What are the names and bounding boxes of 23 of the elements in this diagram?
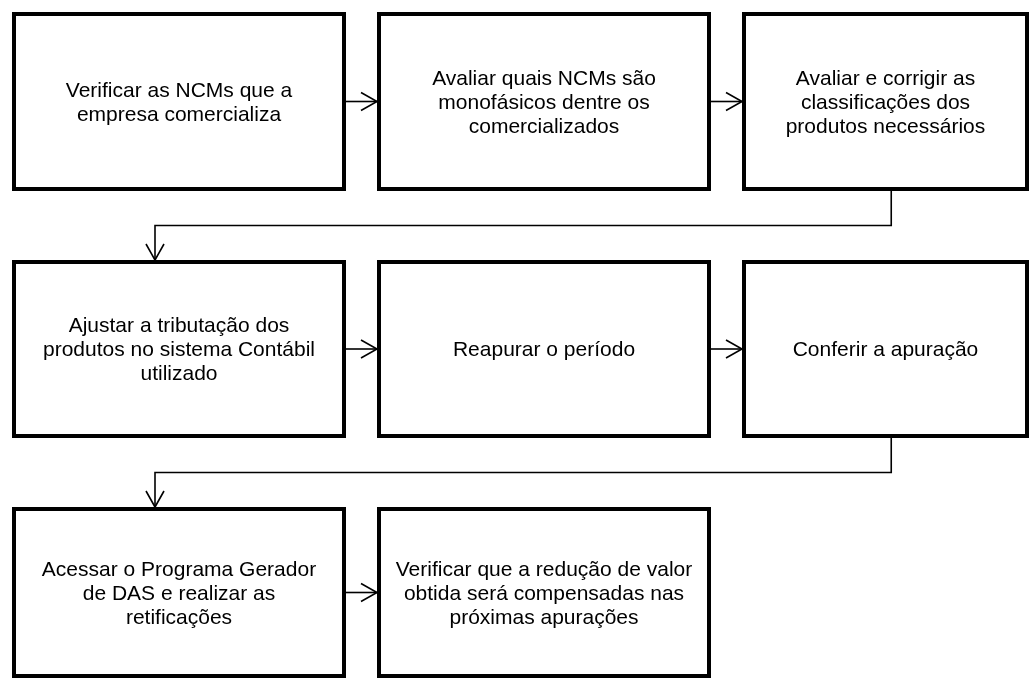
process-box (742, 260, 1029, 438)
step-text: Ajustar a tributação dos produtos no sistema Contábil utilizado (42, 313, 316, 385)
step-text: Acessar o Programa Gerador de DAS e realizar as retificações (40, 556, 318, 629)
arrow (145, 190, 893, 261)
step-text: Reapurar o período (452, 337, 636, 361)
process-box (12, 12, 346, 191)
process-box (12, 507, 346, 678)
process-box (12, 260, 346, 438)
arrow (710, 91, 743, 112)
arrow (345, 582, 378, 603)
process-box (742, 12, 1029, 191)
process-box (377, 260, 711, 438)
process-box (377, 12, 711, 191)
step-text: Verificar que a redução de valor obtida será compensadas nas próximas apurações (395, 556, 693, 629)
arrow (345, 91, 378, 112)
arrow (345, 339, 378, 359)
process-box (377, 507, 711, 678)
arrow (145, 437, 893, 508)
step-text: Conferir a apuração (792, 337, 979, 361)
step-text: Verificar as NCMs que a empresa comercializa (64, 77, 294, 126)
step-text: Avaliar e corrigir as classificações dos produtos necessários (784, 65, 987, 138)
arrow (710, 339, 743, 359)
step-text: Avaliar quais NCMs são monofásicos dentre os comercializados (431, 65, 657, 138)
